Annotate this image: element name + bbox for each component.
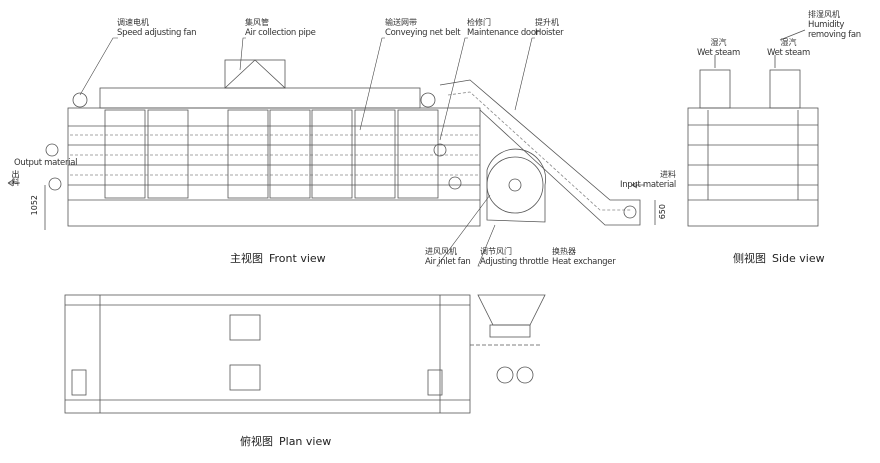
label-en: Air inlet fan bbox=[425, 257, 471, 267]
title-cn: 侧视图 bbox=[733, 252, 766, 265]
side-view-drawing bbox=[687, 29, 819, 227]
label-cn: 检修门 bbox=[467, 18, 491, 27]
plan-view-drawing bbox=[64, 294, 546, 414]
label-en: Wet steam bbox=[767, 48, 810, 58]
label-cn: 进料 bbox=[660, 170, 676, 179]
front-view-drawing bbox=[7, 59, 656, 230]
label-cn: 调速电机 bbox=[117, 18, 149, 27]
label-output-cn: 出料 bbox=[11, 170, 20, 186]
label-en: Heat exchanger bbox=[552, 257, 616, 267]
front-door-panels bbox=[104, 109, 439, 199]
leader-lines bbox=[79, 37, 535, 267]
label-en: Air collection pipe bbox=[245, 28, 316, 38]
title-en: Front view bbox=[269, 252, 326, 265]
label-cn: 集风管 bbox=[245, 18, 269, 27]
label-en: Humidity removing fan bbox=[808, 20, 861, 40]
plan-view-title: 俯视图 Plan view bbox=[240, 433, 337, 449]
label-cn: 湿汽 bbox=[710, 38, 727, 47]
label-en: Adjusting throttle bbox=[480, 257, 549, 267]
label-cn: 调节风门 bbox=[480, 247, 512, 256]
label-cn: 进风风机 bbox=[425, 247, 457, 256]
title-cn: 主视图 bbox=[230, 252, 263, 265]
label-cn: 湿汽 bbox=[780, 38, 797, 47]
title-en: Plan view bbox=[279, 435, 332, 448]
label-output-material: Output material bbox=[14, 158, 78, 168]
front-view-title: 主视图 Front view bbox=[230, 250, 332, 266]
label-en: Maintenance door bbox=[467, 28, 539, 38]
label-en: Speed adjusting fan bbox=[117, 28, 197, 38]
side-view-title: 侧视图 Side view bbox=[733, 250, 831, 266]
label-en: Output material bbox=[14, 158, 78, 168]
dimension-1052: 1052 bbox=[30, 195, 39, 216]
label-cn: 排湿风机 bbox=[808, 10, 840, 19]
label-en: Hoister bbox=[535, 28, 564, 38]
title-en: Side view bbox=[772, 252, 825, 265]
title-cn: 俯视图 bbox=[240, 435, 273, 448]
label-cn: 提升机 bbox=[535, 18, 559, 27]
label-en: Conveying net belt bbox=[385, 28, 461, 38]
label-en: Wet steam bbox=[697, 48, 740, 58]
label-cn: 输送网带 bbox=[385, 18, 417, 27]
label-en: Input material bbox=[620, 180, 676, 190]
label-cn: 换热器 bbox=[552, 247, 576, 256]
dimension-650: 650 bbox=[658, 204, 667, 220]
